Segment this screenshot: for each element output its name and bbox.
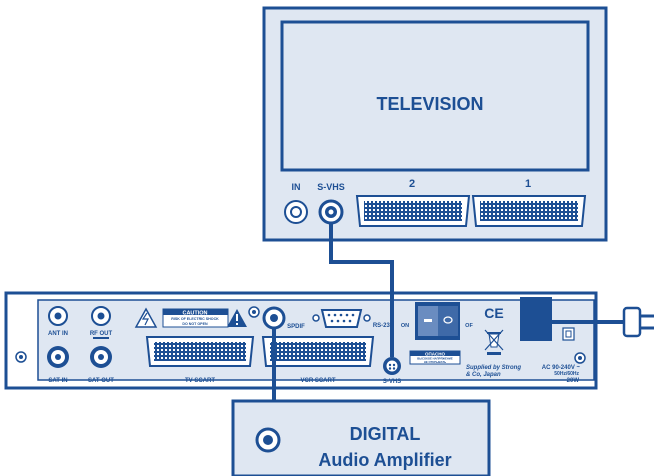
rf-out-sublabel	[93, 337, 109, 339]
sat-out-jack[interactable]	[90, 346, 112, 368]
receiver-svhs-jack[interactable]	[383, 357, 401, 375]
rf-out-jack[interactable]	[91, 306, 111, 326]
tv-scart-2-label: 2	[409, 178, 415, 190]
amplifier-title-line1: DIGITAL	[350, 424, 421, 444]
tv-scart-1-label: 1	[525, 178, 531, 190]
ant-in-label: ANT IN	[48, 331, 68, 337]
amplifier-input-jack[interactable]	[255, 427, 281, 453]
receiver: ANT IN RF OUT SAT IN SAT OUT	[4, 291, 598, 390]
warning-label: ΟΠΑСНО ВЫСОКОЕ НАПРЯЖЕНИЕ НЕ ОТКРЫВАТЬ	[409, 350, 461, 365]
power-line2: 50Hz/60Hz	[554, 371, 579, 377]
sat-in-jack[interactable]	[47, 346, 69, 368]
caution-line2: DO NOT OPEN	[182, 322, 208, 326]
vcr-scart-label: VCR SCART	[300, 378, 335, 384]
warning-label-line2: НЕ ОТКРЫВАТЬ	[424, 360, 446, 364]
rs232-port[interactable]	[312, 309, 371, 328]
exclamation-triangle-icon	[227, 309, 247, 327]
ant-in-jack[interactable]	[48, 306, 68, 326]
supplied-line1: Supplied by Strong	[466, 365, 521, 371]
power-inlet-block	[520, 297, 552, 341]
switch-on-label: ON	[401, 323, 409, 329]
tv-screen	[280, 20, 590, 172]
power-plug-icon	[622, 306, 654, 338]
tv-scart-label: TV SCART	[185, 378, 215, 384]
tv-scart-1[interactable]	[471, 195, 587, 227]
tv-svhs-jack[interactable]	[318, 199, 344, 225]
tv-in-jack[interactable]	[284, 200, 308, 224]
power-line1: AC 90-240V ~	[542, 365, 581, 371]
warning-label-line1: ВЫСОКОЕ НАПРЯЖЕНИЕ	[417, 357, 453, 361]
rs232-label: RS-232	[373, 323, 394, 329]
caution-line1: RISK OF ELECTRIC SHOCK	[171, 317, 219, 321]
screw-mid	[248, 306, 260, 318]
caution-title: CAUTION	[182, 311, 207, 317]
spdif-jack[interactable]	[262, 306, 286, 330]
power-socket	[562, 327, 575, 341]
screw-right	[574, 352, 586, 364]
power-line3: 20W	[567, 378, 580, 384]
tv-scart-2[interactable]	[355, 195, 471, 227]
rf-out-label: RF OUT	[90, 331, 113, 337]
screw-left	[15, 351, 27, 363]
warning-label-title: ΟΠΑСНО	[425, 352, 445, 357]
caution-box: CAUTION RISK OF ELECTRIC SHOCK DO NOT OP…	[162, 308, 229, 328]
tv-title: TELEVISION	[376, 94, 483, 114]
sat-out-label: SAT OUT	[88, 378, 114, 384]
tv-in-label: IN	[292, 182, 301, 192]
switch-off-label: OF	[465, 323, 473, 329]
tv-scart-connector[interactable]	[145, 336, 255, 367]
weee-bin-icon	[484, 329, 504, 355]
spdif-label: SPDIF	[287, 324, 305, 330]
sat-in-label: SAT IN	[48, 378, 67, 384]
amplifier-title-line2: Audio Amplifier	[318, 450, 451, 470]
svhs-cable	[329, 222, 394, 357]
tv-svhs-label: S-VHS	[317, 182, 345, 192]
vcr-scart-connector[interactable]	[261, 336, 375, 367]
warning-triangle-icon	[134, 307, 158, 328]
ce-mark: CE	[484, 305, 503, 321]
power-switch[interactable]	[415, 302, 460, 340]
supplied-line2: & Co, Japan	[466, 372, 501, 378]
receiver-svhs-label: S-VHS	[383, 379, 401, 385]
digital-audio-amplifier: DIGITAL Audio Amplifier	[231, 399, 491, 476]
television: TELEVISION IN S-VHS 2 1	[262, 6, 608, 242]
